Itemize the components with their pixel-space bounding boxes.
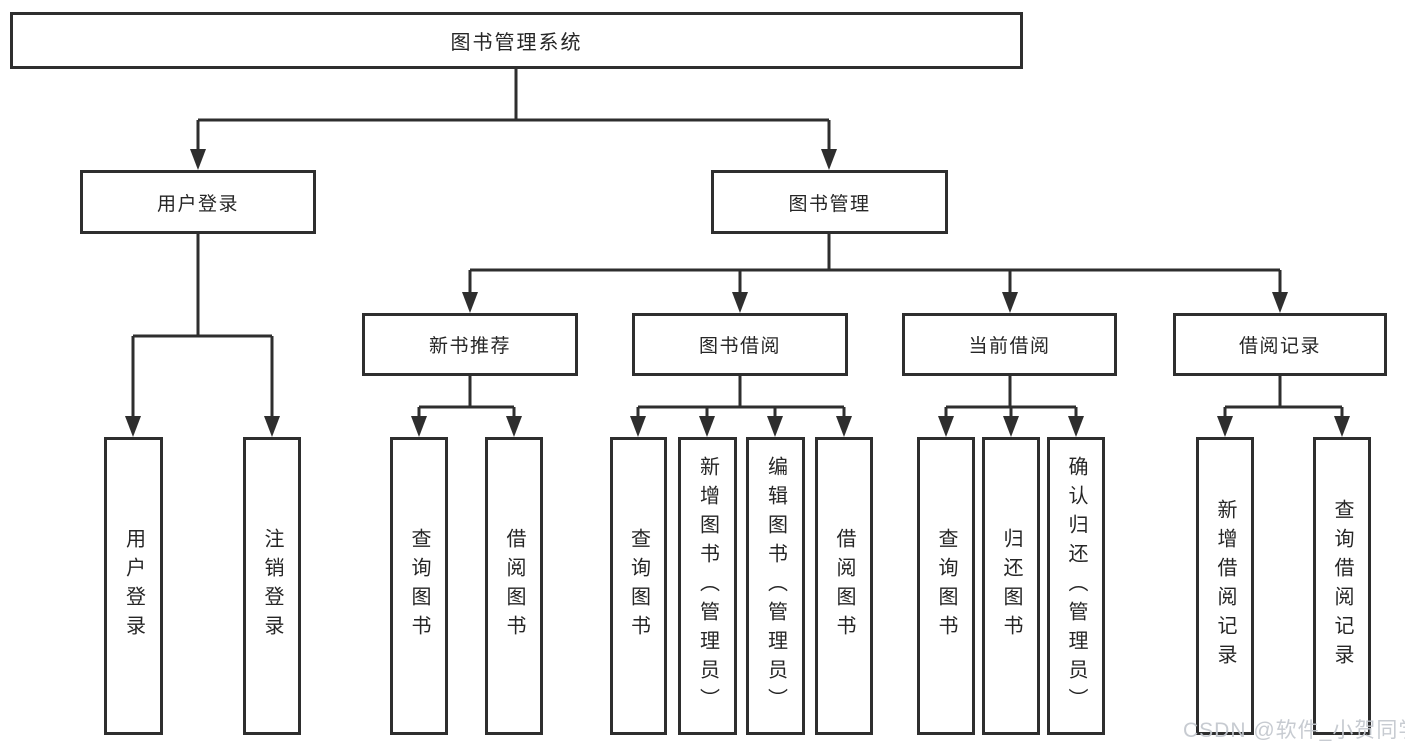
leaf-logout: 注销登录 [243,437,301,735]
node-current-borrow: 当前借阅 [902,313,1117,376]
node-book-management: 图书管理 [711,170,948,234]
leaf-user-login: 用户登录 [104,437,163,735]
leaf-query-books-current: 查询图书 [917,437,975,735]
node-borrow-record: 借阅记录 [1173,313,1387,376]
node-user-login: 用户登录 [80,170,316,234]
leaf-edit-books-admin: 编辑图书（管理员） [746,437,805,735]
node-new-book-recommend: 新书推荐 [362,313,578,376]
leaf-add-books-admin: 新增图书（管理员） [678,437,737,735]
csdn-watermark: CSDN @软件_小贺同学 [1183,719,1405,742]
leaf-confirm-return-admin: 确认归还（管理员） [1047,437,1105,735]
node-book-borrow: 图书借阅 [632,313,848,376]
leaf-return-books: 归还图书 [982,437,1040,735]
leaf-query-books-borrow: 查询图书 [610,437,667,735]
leaf-query-books-recommend: 查询图书 [390,437,448,735]
node-root: 图书管理系统 [10,12,1023,69]
leaf-borrow-books-recommend: 借阅图书 [485,437,543,735]
leaf-borrow-books: 借阅图书 [815,437,873,735]
leaf-add-borrow-record: 新增借阅记录 [1196,437,1254,735]
leaf-query-borrow-record: 查询借阅记录 [1313,437,1371,735]
